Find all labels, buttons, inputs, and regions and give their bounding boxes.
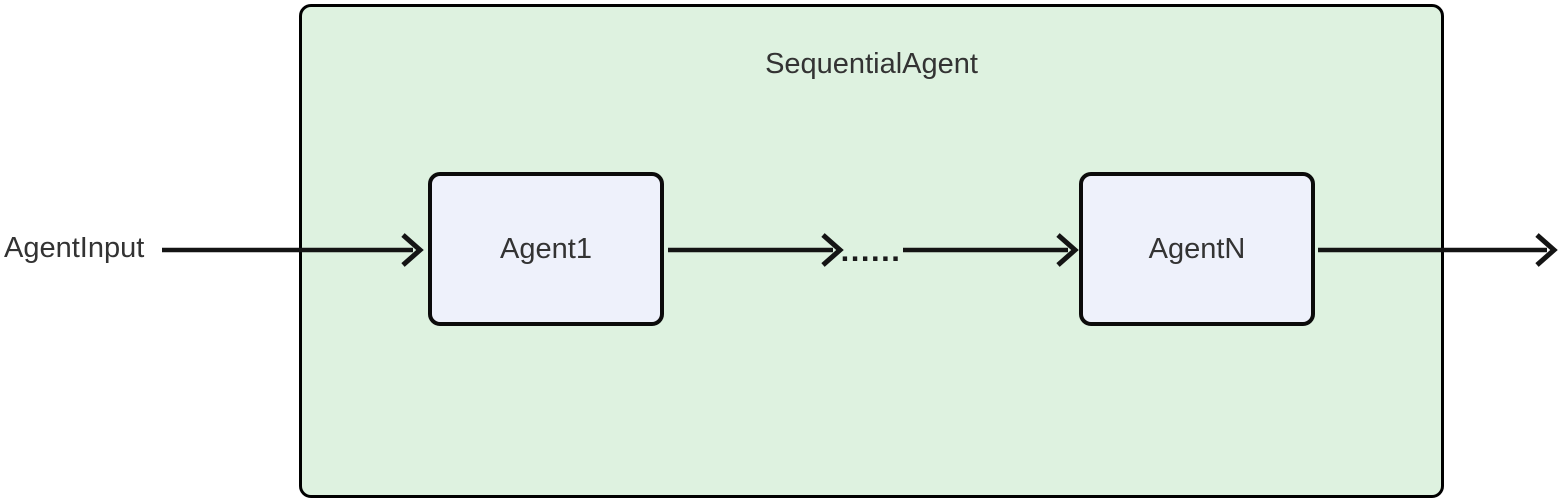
node-agentN-label: AgentN xyxy=(1148,232,1246,265)
node-agent1: Agent1 xyxy=(428,172,664,326)
sequential-agent-group-title: SequentialAgent xyxy=(765,48,978,80)
node-agentN: AgentN xyxy=(1079,172,1315,326)
arrowhead-icon xyxy=(1535,233,1558,267)
node-agent1-label: Agent1 xyxy=(500,232,592,265)
agent-input-label: AgentInput xyxy=(4,232,145,264)
